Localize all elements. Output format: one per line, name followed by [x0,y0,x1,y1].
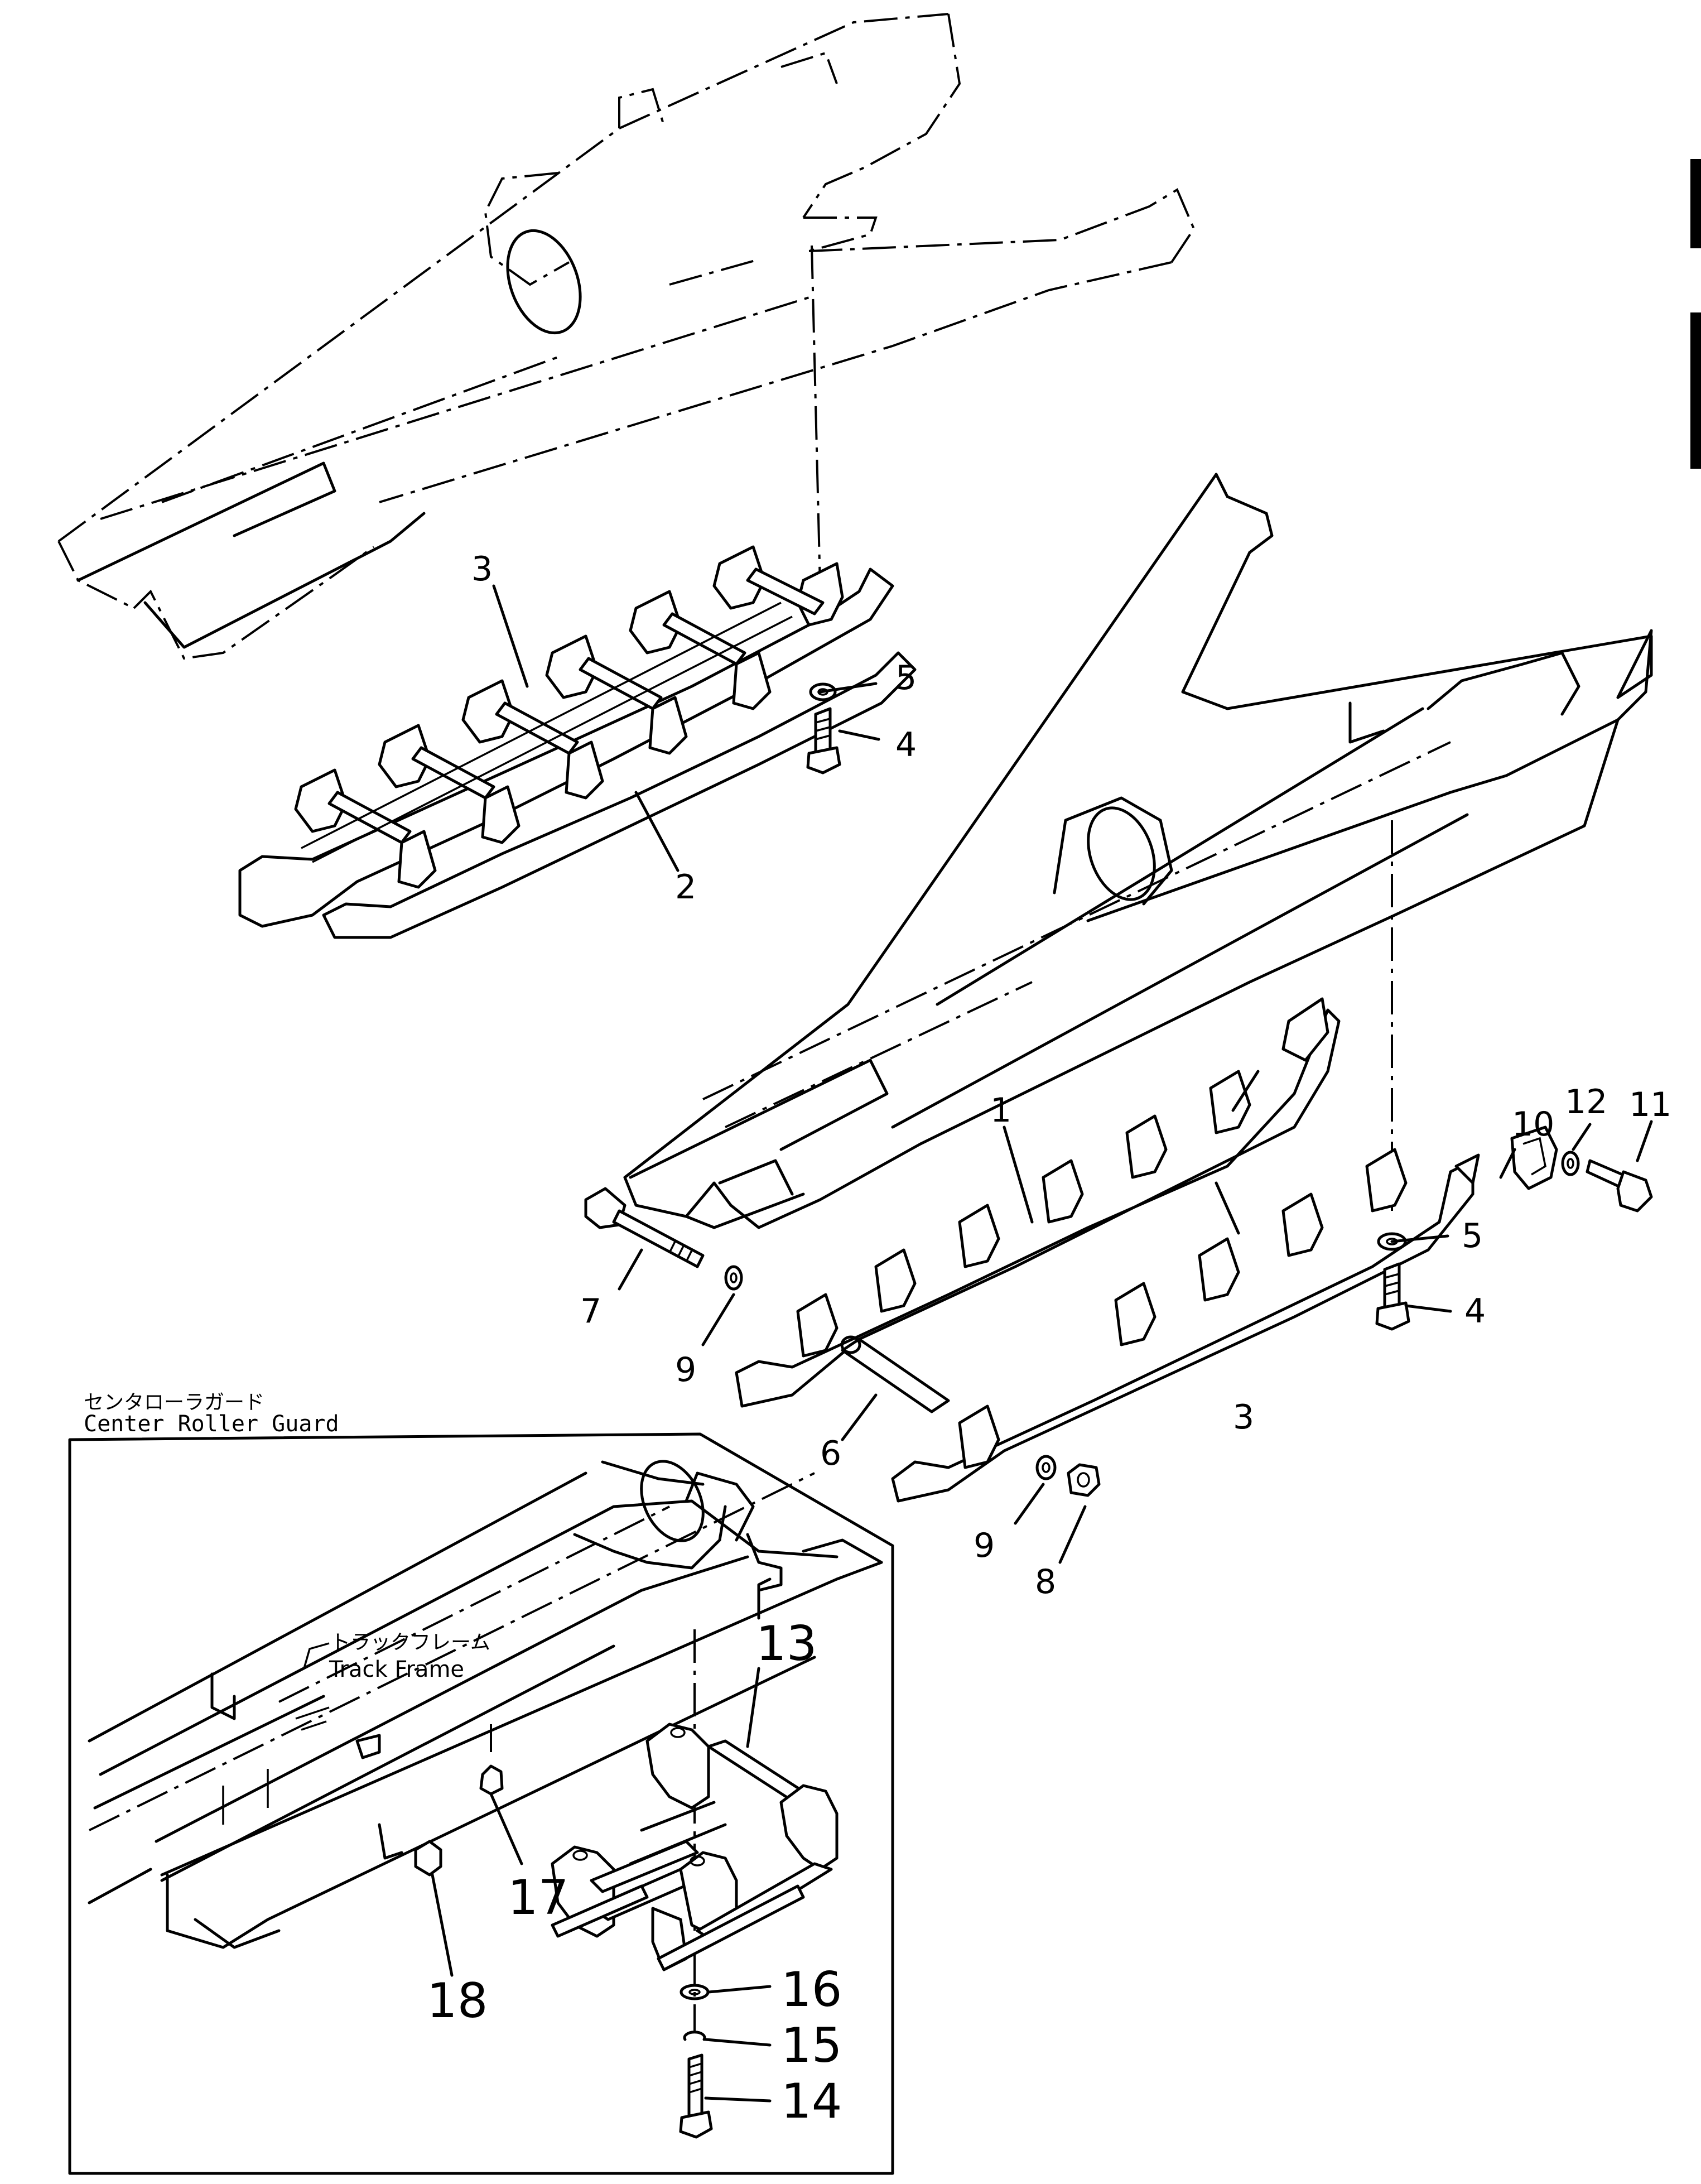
label-15: 15 [781,2018,842,2074]
lower-track-frame [623,473,1653,1229]
grease-plug-17 [479,1724,504,1796]
label-9-left: 9 [675,1350,696,1389]
label-6: 6 [820,1434,841,1473]
upper-center-line [811,245,821,586]
label-1: 1 [990,1091,1011,1130]
label-10: 10 [1512,1105,1554,1144]
bolt-11 [1586,1159,1653,1213]
lower-roller-guard-3 [891,1148,1480,1503]
label-17: 17 [508,1870,568,1926]
label-8: 8 [1035,1562,1056,1601]
label-3-upper: 3 [471,550,493,589]
label-2: 2 [675,868,696,907]
inset-caption: センタローラガード Center Roller Guard [84,1391,339,1437]
clip-10 [1510,1125,1558,1190]
inset-frame [68,1432,894,2175]
spacer-pipe-6 [840,1335,950,1413]
track-frame-label-english: Track Frame [329,1657,464,1682]
lower-bolt-4 [1375,1262,1410,1331]
label-7: 7 [580,1292,601,1331]
spring-washer-15 [683,2031,706,2041]
page-edge-marks [1690,159,1701,469]
inset-caption-japanese: センタローラガード [84,1391,264,1414]
label-16: 16 [781,1962,842,2018]
washer-9-left [724,1265,743,1291]
upper-track-frame [57,13,1196,660]
label-3-lower: 3 [1233,1398,1254,1437]
bolt-14 [679,2053,713,2139]
track-frame-label: トラックフレーム Track Frame [303,1631,490,1682]
label-12: 12 [1565,1083,1607,1122]
label-5-lower: 5 [1462,1216,1483,1255]
washer-12 [1561,1151,1580,1176]
upper-bolt-4 [806,707,841,774]
upper-roller-guard [238,545,917,939]
plug-18 [414,1840,442,1877]
nut-8 [1067,1463,1101,1497]
washer-9-lower [1035,1455,1057,1480]
lower-roller-guard-1 [735,997,1341,1408]
inset-caption-english: Center Roller Guard [84,1411,339,1437]
label-4-lower: 4 [1464,1292,1486,1331]
inset-leader-lines [431,1667,772,2103]
center-roller-guard-13 [551,1723,839,1971]
part-labels-main: 3 5 4 2 1 10 12 11 5 4 3 7 9 6 9 8 [471,550,1671,1601]
label-5-upper: 5 [895,658,917,697]
label-14: 14 [781,2074,842,2129]
inset-track-frame [88,1460,883,1949]
label-9-lower: 9 [974,1526,995,1565]
label-18: 18 [427,1973,488,2029]
label-11: 11 [1629,1085,1671,1124]
label-4-upper: 4 [895,725,917,764]
leader-lines [492,584,1653,1564]
part-labels-inset: 13 16 15 14 17 18 [427,1616,842,2129]
track-frame-label-japanese: トラックフレーム [330,1631,490,1654]
through-bolt-7 [584,1187,705,1268]
label-13: 13 [756,1616,817,1672]
